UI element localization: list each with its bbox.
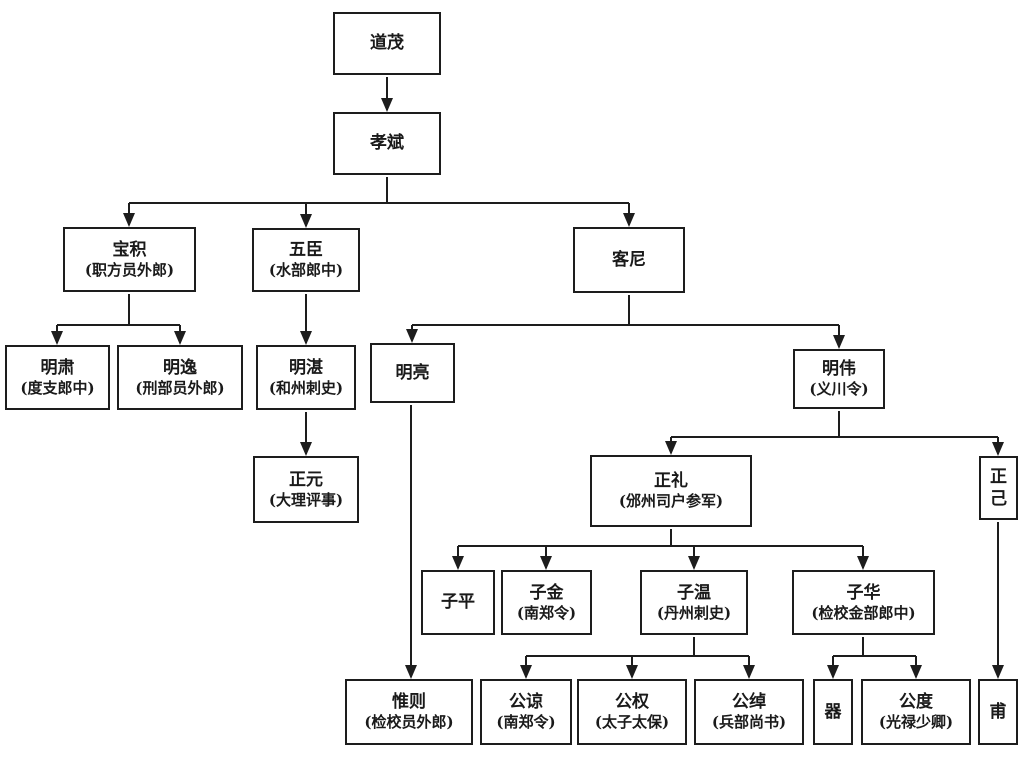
node-fu: 甫 (978, 679, 1018, 745)
node-daomao: 道茂 (333, 12, 441, 75)
person-name: 明逸 (163, 357, 197, 378)
node-mingsu: 明肃 (度支郎中) (5, 345, 110, 410)
node-weize: 惟则 (检校员外郎) (345, 679, 473, 745)
edge-keni-trunk (412, 295, 839, 326)
person-name: 子温 (677, 582, 711, 603)
person-name: 正己 (990, 466, 1007, 509)
node-ziwen: 子温 (丹州刺史) (640, 570, 748, 635)
person-office: (太子太保) (594, 713, 670, 732)
person-name: 公度 (899, 692, 933, 713)
node-zihua: 子华 (检校金部郎中) (792, 570, 935, 635)
person-name: 器 (824, 701, 842, 722)
node-mingzhan: 明湛 (和州刺史) (256, 345, 356, 410)
node-gongchuo: 公绰 (兵部尚书) (694, 679, 804, 745)
node-gongquan: 公权 (太子太保) (577, 679, 687, 745)
person-name: 公谅 (509, 692, 543, 713)
person-name: 子金 (529, 582, 564, 603)
person-name: 明伟 (822, 359, 856, 380)
node-zhengli: 正礼 (邠州司户参军) (590, 455, 752, 527)
person-name: 道茂 (370, 33, 404, 54)
person-office: (丹州刺史) (656, 603, 732, 622)
node-zhengyuan: 正元 (大理评事) (253, 456, 359, 523)
node-mingyi: 明逸 (刑部员外郎) (117, 345, 243, 410)
person-office: (义川令) (809, 380, 869, 399)
person-name: 孝斌 (370, 133, 404, 154)
node-xiaobin: 孝斌 (333, 112, 441, 175)
person-office: (南郑令) (496, 713, 556, 732)
person-name: 甫 (989, 701, 1007, 722)
person-office: (职方员外郎) (84, 260, 175, 279)
node-zijin: 子金 (南郑令) (501, 570, 592, 635)
edge-xiaobin-trunk (129, 177, 629, 204)
person-office: (大理评事) (268, 490, 344, 509)
person-office: (兵部尚书) (711, 713, 787, 732)
node-mingliang: 明亮 (370, 343, 455, 403)
node-baoji: 宝积 (职方员外郎) (63, 227, 196, 292)
person-office: (和州刺史) (268, 378, 344, 397)
node-zhengji: 正己 (979, 456, 1018, 520)
person-office: (检校员外郎) (364, 713, 454, 732)
person-name: 惟则 (392, 692, 426, 713)
node-wuchen: 五臣 (水部郎中) (252, 228, 360, 292)
person-name: 客尼 (612, 249, 646, 270)
node-gongliang: 公谅 (南郑令) (480, 679, 572, 745)
person-name: 明肃 (40, 357, 75, 378)
edge-ziwen-trunk (526, 637, 749, 657)
person-name: 五臣 (289, 240, 323, 261)
edge-zihua-trunk (833, 637, 916, 657)
person-name: 宝积 (112, 239, 147, 260)
person-name: 公权 (615, 692, 649, 713)
person-name: 子平 (441, 592, 475, 613)
edge-mingwei-trunk (671, 411, 998, 438)
person-name: 明湛 (289, 357, 323, 378)
person-name: 正礼 (654, 471, 688, 492)
person-name: 子华 (846, 582, 881, 603)
person-name: 明亮 (395, 362, 430, 383)
edge-zhengli-trunk (458, 529, 863, 547)
node-ziping: 子平 (421, 570, 495, 635)
person-name: 公绰 (732, 692, 766, 713)
person-office: (邠州司户参军) (618, 492, 724, 511)
node-qi: 器 (813, 679, 853, 745)
person-name: 正元 (289, 469, 323, 490)
person-office: (南郑令) (516, 603, 577, 622)
person-office: (检校金部郎中) (811, 603, 916, 622)
edge-baoji-trunk (57, 294, 180, 326)
person-office: (度支郎中) (20, 378, 95, 397)
person-office: (刑部员外郎) (135, 378, 225, 397)
person-office: (光禄少卿) (878, 713, 954, 732)
node-mingwei: 明伟 (义川令) (793, 349, 885, 409)
node-keni: 客尼 (573, 227, 685, 293)
node-gongdu: 公度 (光禄少卿) (861, 679, 971, 745)
person-office: (水部郎中) (268, 261, 344, 280)
